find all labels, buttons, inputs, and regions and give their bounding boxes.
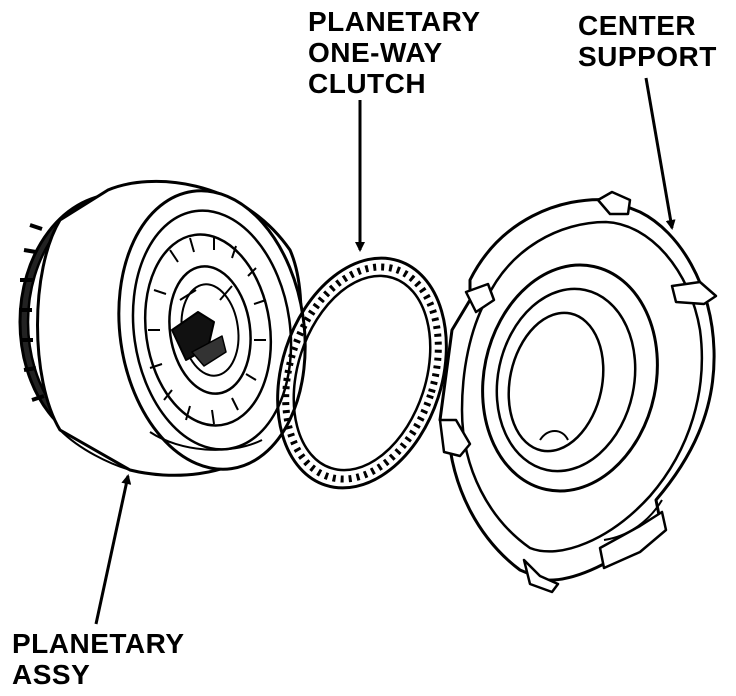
center-support-housing: [438, 190, 718, 594]
center-support-label: CENTER SUPPORT: [578, 10, 717, 72]
support-label-line-2: SUPPORT: [578, 41, 717, 72]
clutch-label-line-3: CLUTCH: [308, 68, 427, 99]
leader-arrows: [94, 77, 676, 625]
support-leader-arrow: [644, 77, 676, 230]
planetary-one-way-clutch-label: PLANETARY ONE-WAY CLUTCH: [308, 6, 481, 99]
assy-label-line-2: ASSY: [12, 659, 91, 690]
support-label-line-1: CENTER: [578, 10, 697, 41]
clutch-label-line-2: ONE-WAY: [308, 37, 443, 68]
clutch-label-line-1: PLANETARY: [308, 6, 481, 37]
assy-leader-arrow: [94, 474, 132, 625]
planetary-assembly: [18, 180, 307, 477]
one-way-clutch-ring: [276, 256, 448, 490]
planetary-assy-label: PLANETARY ASSY: [12, 628, 185, 690]
assy-label-line-1: PLANETARY: [12, 628, 185, 659]
